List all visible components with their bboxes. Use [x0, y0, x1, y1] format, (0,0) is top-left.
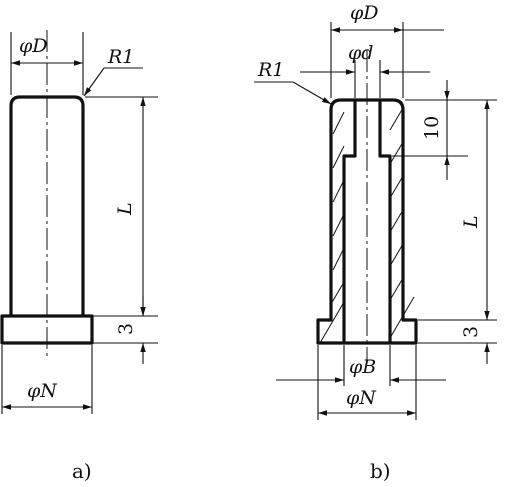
bushing-bore-outline	[342, 100, 392, 343]
leader-r1-a	[83, 67, 105, 97]
label-l-a: L	[114, 202, 136, 216]
label-phi-n-b: φN	[346, 387, 377, 409]
bushing-outer-outline	[316, 98, 418, 345]
label-phi-b: φB	[349, 356, 376, 378]
caption-a: a)	[72, 459, 92, 483]
label-phi-d: φD	[19, 35, 48, 57]
leader-r1-b	[292, 81, 332, 105]
label-r1-a: R1	[107, 46, 134, 68]
label-3-b: 3	[460, 326, 482, 338]
hatch-left	[319, 111, 345, 344]
label-phi-d-b: φD	[350, 2, 379, 24]
label-10: 10	[421, 116, 443, 140]
figure-a: φD R1 L 3 φN a)	[0, 30, 158, 483]
label-l-b: L	[460, 215, 482, 229]
label-r1-b: R1	[257, 59, 284, 81]
figure-b: φD φd R1 10 L 3 φB φ	[254, 2, 497, 483]
label-phi-n-a: φN	[27, 380, 58, 402]
label-phi-bore: φd	[348, 42, 373, 64]
label-3-a: 3	[115, 323, 137, 335]
caption-b: b)	[370, 459, 391, 483]
